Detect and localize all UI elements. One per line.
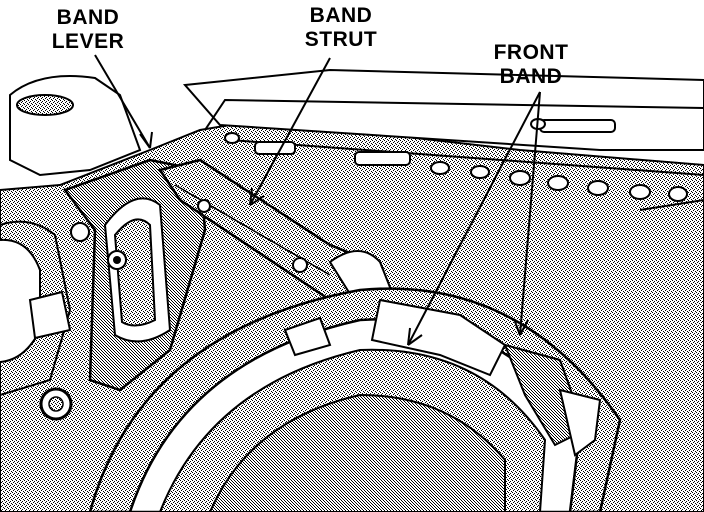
- label-front-band-line1: FRONT: [493, 41, 569, 64]
- band-lever: [62, 158, 207, 392]
- label-band-lever-line1: BAND: [56, 6, 120, 29]
- label-front-band: FRONT BAND: [486, 41, 576, 89]
- front-band: [88, 287, 622, 512]
- left-bracket: [0, 220, 73, 421]
- label-band-strut-line1: BAND: [309, 4, 373, 27]
- leader-lines: [94, 54, 541, 346]
- label-band-lever: BAND LEVER: [48, 6, 128, 54]
- band-lever-leader: [94, 54, 151, 149]
- label-band-strut: BAND STRUT: [296, 4, 386, 52]
- band-strut-leader: [249, 57, 331, 206]
- front-band-leader-left: [407, 91, 541, 346]
- label-band-lever-line2: LEVER: [51, 30, 125, 53]
- front-band-leader-right: [519, 91, 541, 336]
- label-front-band-line2: BAND: [499, 65, 563, 88]
- label-band-strut-line2: STRUT: [304, 28, 378, 51]
